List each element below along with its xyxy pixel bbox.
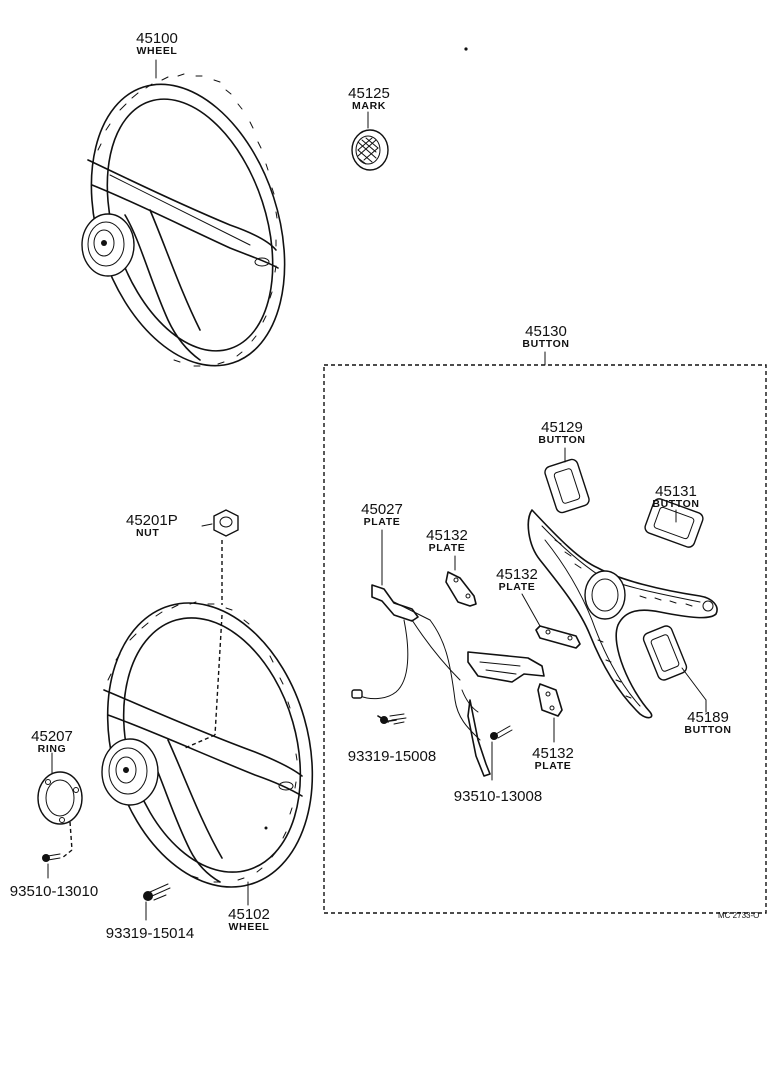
part-number: 45132: [426, 527, 468, 544]
part-name: BUTTON: [522, 338, 570, 350]
callout-93319-15014: 93319-15014: [105, 925, 195, 942]
button-45189: [642, 625, 707, 713]
part-number: 45131: [655, 483, 697, 500]
ring-45207: [37, 752, 83, 859]
screw-93319-15008: [377, 713, 407, 725]
button-assembly-45130-box: [323, 351, 767, 914]
part-name: WHEEL: [136, 45, 178, 57]
part-number: 45027: [361, 501, 403, 518]
screw-93510-13010: [42, 853, 61, 879]
button-45131: [644, 498, 704, 548]
callout-45189: 45189 BUTTON: [672, 710, 744, 736]
part-number: 45132: [496, 566, 538, 583]
callout-93510-13010: 93510-13010: [9, 883, 99, 900]
leader-lines: [155, 59, 369, 527]
callout-45201P: 45201P NUT: [126, 513, 206, 539]
callout-45027: 45027 PLATE: [347, 502, 417, 528]
button-45129: [544, 447, 590, 514]
plate-45132-b: [521, 593, 581, 649]
callout-45130: 45130 BUTTON: [510, 324, 582, 350]
horn-mark-45125: [351, 129, 389, 171]
part-name: PLATE: [363, 516, 401, 528]
part-name: RING: [37, 743, 67, 755]
callout-45207: 45207 RING: [16, 729, 88, 755]
callout-45132-a: 45132 PLATE: [412, 528, 482, 554]
callout-45131: 45131 BUTTON: [640, 484, 712, 510]
part-name: BUTTON: [684, 724, 732, 736]
part-number: 45129: [541, 419, 583, 436]
part-name: PLATE: [428, 542, 466, 554]
steering-wheel-45100: [81, 73, 286, 367]
horn-contact-assembly: [461, 651, 563, 777]
plate-45132-a: [445, 555, 477, 607]
part-name: BUTTON: [652, 498, 700, 510]
callout-45132-c: 45132 PLATE: [518, 746, 588, 772]
screw-93319-15014: [143, 883, 171, 921]
part-name: BUTTON: [538, 434, 586, 446]
part-name: NUT: [136, 527, 160, 539]
callout-93510-13008: 93510-13008: [453, 788, 543, 805]
part-number: 45201P: [126, 512, 178, 529]
part-name: PLATE: [498, 581, 536, 593]
callout-45125: 45125 MARK: [334, 86, 404, 112]
callout-45102: 45102 WHEEL: [212, 907, 286, 933]
steering-wheel-45102: [101, 601, 314, 906]
part-number: 45130: [525, 323, 567, 340]
part-number: 45100: [136, 30, 178, 47]
part-name: WHEEL: [228, 921, 270, 933]
part-name: MARK: [352, 100, 386, 112]
callout-93319-15008: 93319-15008: [347, 748, 437, 765]
callout-45132-b: 45132 PLATE: [482, 567, 552, 593]
part-number: 45102: [228, 906, 270, 923]
part-number: 45132: [532, 745, 574, 762]
screw-93510-13008: [490, 725, 513, 781]
part-name: PLATE: [534, 760, 572, 772]
part-number: 45207: [31, 728, 73, 745]
part-number: 45125: [348, 85, 390, 102]
callout-45129: 45129 BUTTON: [526, 420, 598, 446]
plate-45027-harness: [351, 529, 481, 741]
drawing-code: MC 2733-O: [718, 911, 760, 920]
spoke-pad: [527, 509, 718, 719]
nut-45201P: [184, 509, 239, 749]
part-number: 45189: [687, 709, 729, 726]
speck: [464, 47, 468, 51]
callout-45100: 45100 WHEEL: [122, 31, 192, 57]
